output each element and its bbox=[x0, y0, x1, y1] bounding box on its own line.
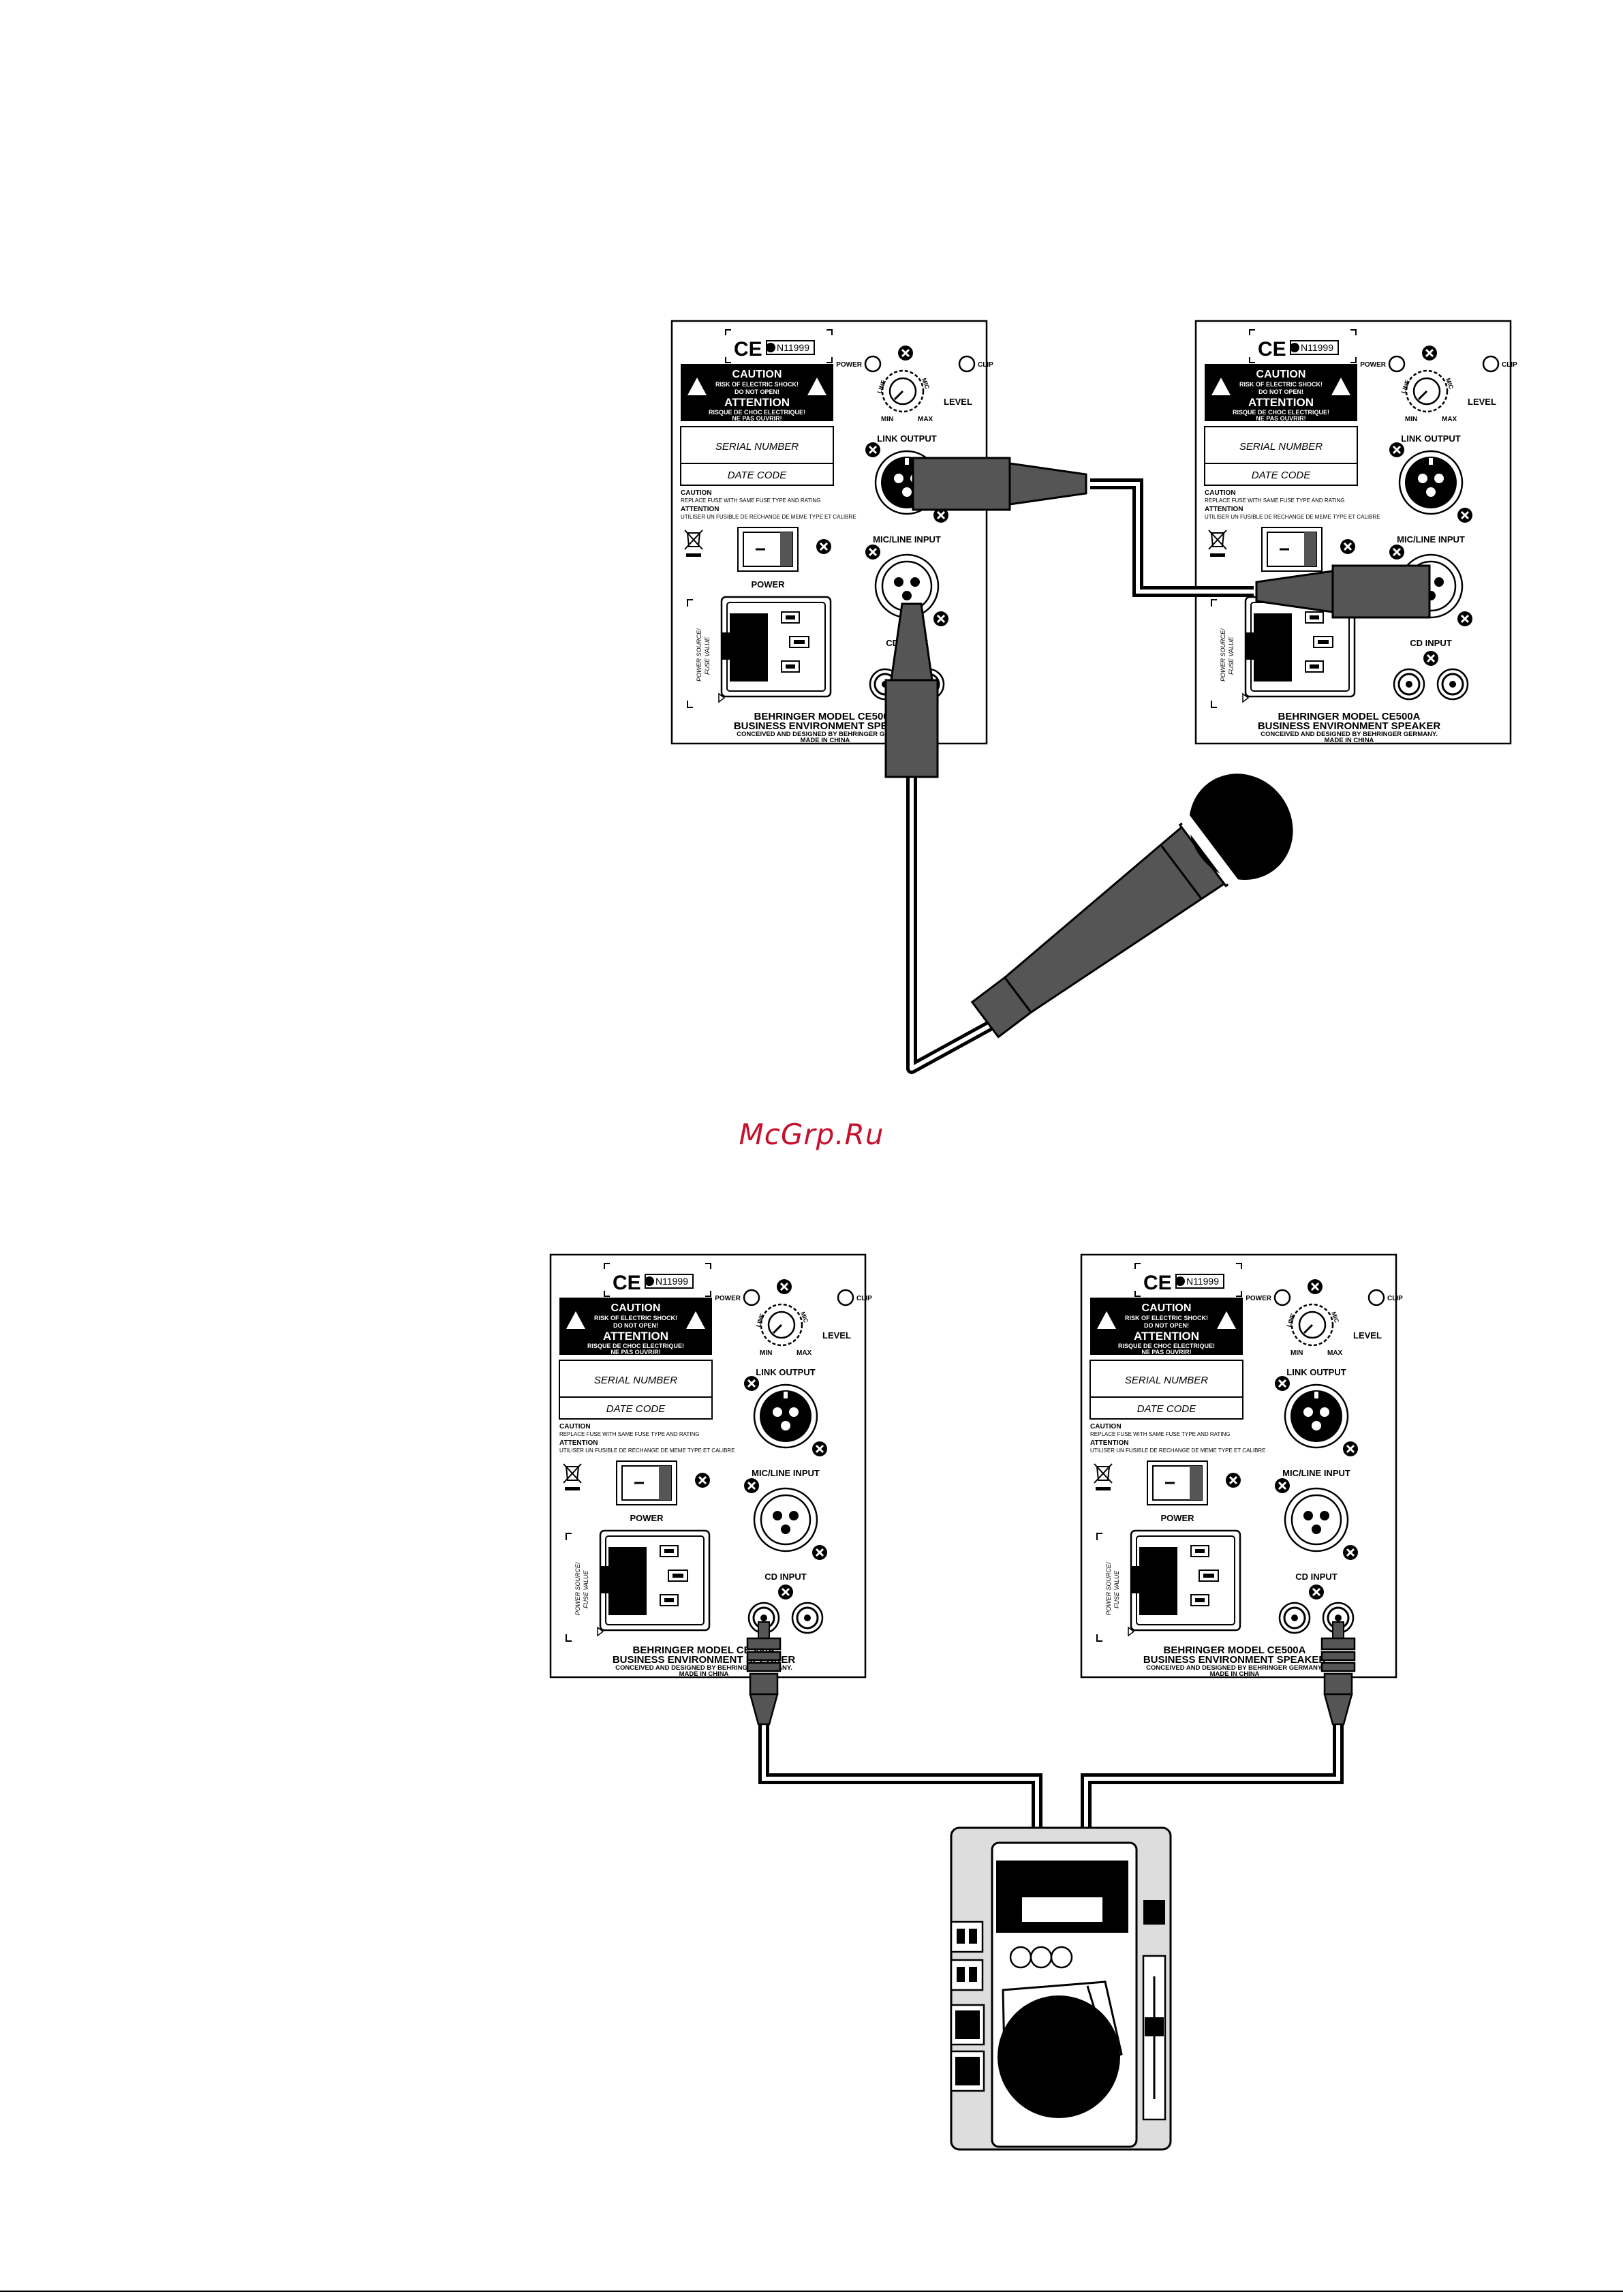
cd-player bbox=[950, 1826, 1172, 2151]
cd-cable-right bbox=[1081, 1724, 1344, 1833]
link-cable bbox=[1090, 478, 1254, 597]
speaker-panel-top-left bbox=[670, 320, 995, 746]
microphone bbox=[970, 774, 1293, 1039]
speaker-panel-bottom-right bbox=[1080, 1253, 1404, 1679]
cd-cable-left bbox=[758, 1724, 1042, 1833]
watermark: McGrp.Ru bbox=[739, 1118, 884, 1151]
speaker-panel-top-right bbox=[1194, 320, 1519, 746]
xlr-plug-link-out bbox=[912, 457, 1087, 511]
speaker-panel-bottom-left bbox=[549, 1253, 874, 1679]
mic-cable bbox=[906, 777, 999, 1074]
